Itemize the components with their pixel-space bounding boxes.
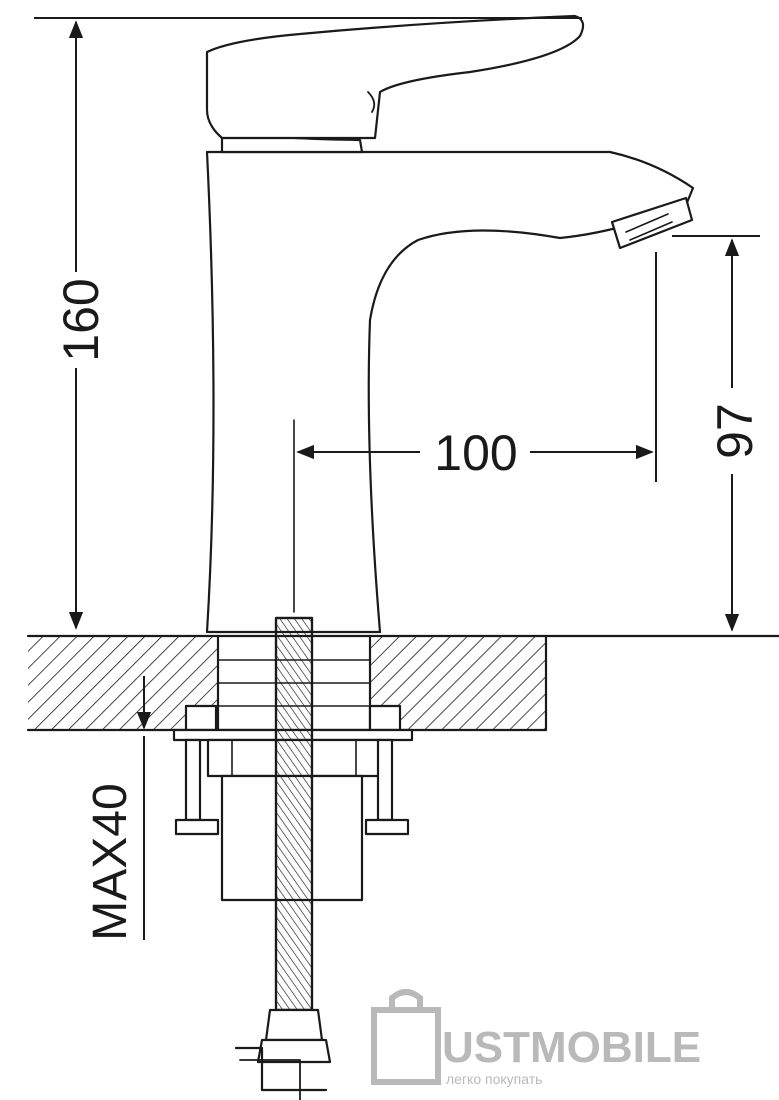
dimension-spout-reach xyxy=(296,252,657,482)
bag-logo-icon xyxy=(371,989,441,1085)
watermark: USTMOBILE легко покупать xyxy=(371,989,701,1087)
dimension-label-160: 160 xyxy=(53,278,109,361)
dimension-label-100: 100 xyxy=(434,425,517,481)
dimension-label-97: 97 xyxy=(707,403,763,459)
lever-handle xyxy=(205,14,585,154)
threaded-rod xyxy=(234,616,332,1100)
watermark-tagline: легко покупать xyxy=(446,1071,542,1087)
dimension-height-total xyxy=(34,17,582,630)
faucet-body xyxy=(205,150,695,634)
watermark-brand: USTMOBILE xyxy=(442,1023,701,1072)
dimension-label-max40: MAX40 xyxy=(84,783,137,940)
countertop-section xyxy=(26,634,779,732)
dimension-spout-height xyxy=(672,235,760,632)
